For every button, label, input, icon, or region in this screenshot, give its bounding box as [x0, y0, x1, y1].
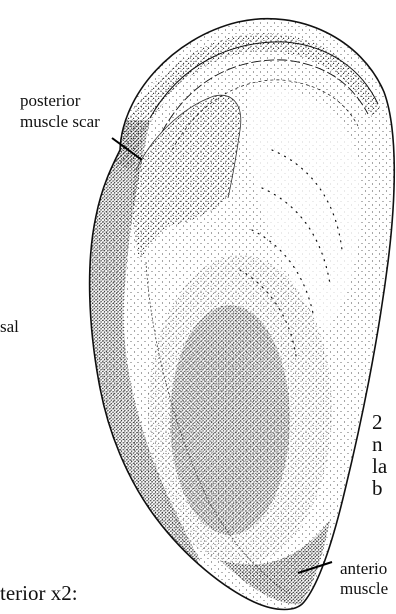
right-text-fragment-1: 2 — [372, 412, 383, 433]
left-fragment-label: sal — [0, 318, 19, 335]
anterior-muscle-label-line2: muscle — [340, 580, 388, 597]
posterior-muscle-scar-label-line1: posterior — [20, 92, 80, 109]
anterior-muscle-label-line1: anterio — [340, 560, 387, 577]
right-text-fragment-2: n — [372, 434, 383, 455]
posterior-muscle-scar-label-line2: muscle scar — [20, 113, 100, 130]
central-shading-outer — [148, 255, 332, 565]
bottom-caption: terior x2: — [0, 583, 78, 604]
right-text-fragment-3: la — [372, 456, 387, 477]
right-text-fragment-4: b — [372, 478, 383, 499]
